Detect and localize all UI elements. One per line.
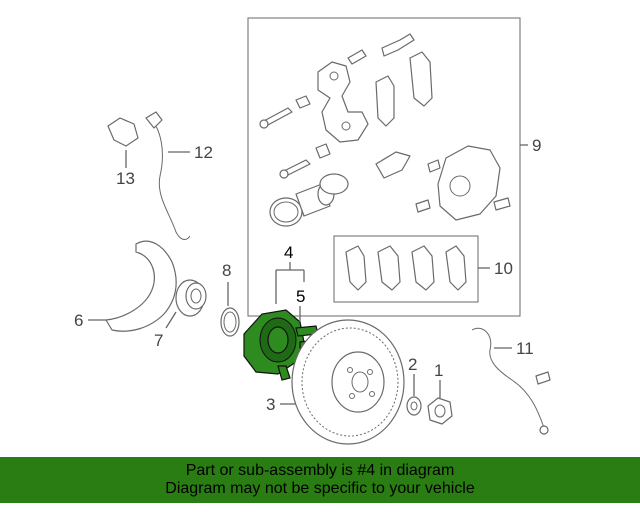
caliper-assembly-group <box>247 17 528 317</box>
callout-1: 1 <box>434 361 443 380</box>
brake-pad-b <box>409 51 433 107</box>
pad-1 <box>345 245 367 291</box>
pad-set-box <box>333 235 479 303</box>
callout-5: 5 <box>296 287 305 306</box>
sensor-harness <box>471 327 545 429</box>
callout-4: 4 <box>284 243 293 262</box>
boot-bottom <box>315 143 331 159</box>
callout-6: 6 <box>74 311 83 330</box>
pad-4 <box>445 245 467 291</box>
bleeder-screw <box>427 159 441 173</box>
boot-top <box>295 95 311 109</box>
abs-sensor-head <box>145 111 163 129</box>
dust-shield <box>105 240 177 332</box>
callout-13: 13 <box>116 169 135 188</box>
hub-nut <box>427 397 453 425</box>
pad-2 <box>377 245 401 291</box>
callout-11: 11 <box>516 339 534 358</box>
callout-8: 8 <box>222 261 231 280</box>
callout-12: 12 <box>194 143 213 162</box>
spring-clip-mid <box>347 49 367 65</box>
caliper-bolt-top <box>493 197 511 211</box>
abs-sensor-group <box>107 111 191 240</box>
info-banner: Part or sub-assembly is #4 in diagram Di… <box>0 457 640 503</box>
callout-9: 9 <box>532 136 541 155</box>
hub-assembly-highlighted[interactable] <box>243 309 319 381</box>
sensor-harness-clip <box>535 371 551 385</box>
dust-boot <box>319 173 349 195</box>
abs-sensor-wire <box>151 119 191 240</box>
callout-2: 2 <box>408 355 417 374</box>
washer <box>406 396 422 416</box>
caliper-bolt-bottom <box>415 199 431 213</box>
brake-pad-a <box>375 75 395 127</box>
callout-7: 7 <box>154 331 163 350</box>
caliper-body <box>437 145 501 221</box>
caliper-bracket <box>317 61 369 143</box>
brake-rotor <box>291 319 405 445</box>
leader-line-7 <box>165 311 177 329</box>
sensor-bracket <box>107 117 139 147</box>
callout-10: 10 <box>494 259 513 278</box>
callout-3: 3 <box>266 395 275 414</box>
spring-clip-top <box>381 33 415 57</box>
pad-3 <box>411 245 435 291</box>
banner-line-1: Part or sub-assembly is #4 in diagram <box>185 462 455 479</box>
pad-set-group <box>333 235 490 303</box>
banner-line-2: Diagram may not be specific to your vehi… <box>165 480 475 497</box>
anti-rattle-clip <box>375 151 411 179</box>
caliper-kit-box <box>247 17 521 317</box>
wheel-bearing <box>175 279 207 317</box>
